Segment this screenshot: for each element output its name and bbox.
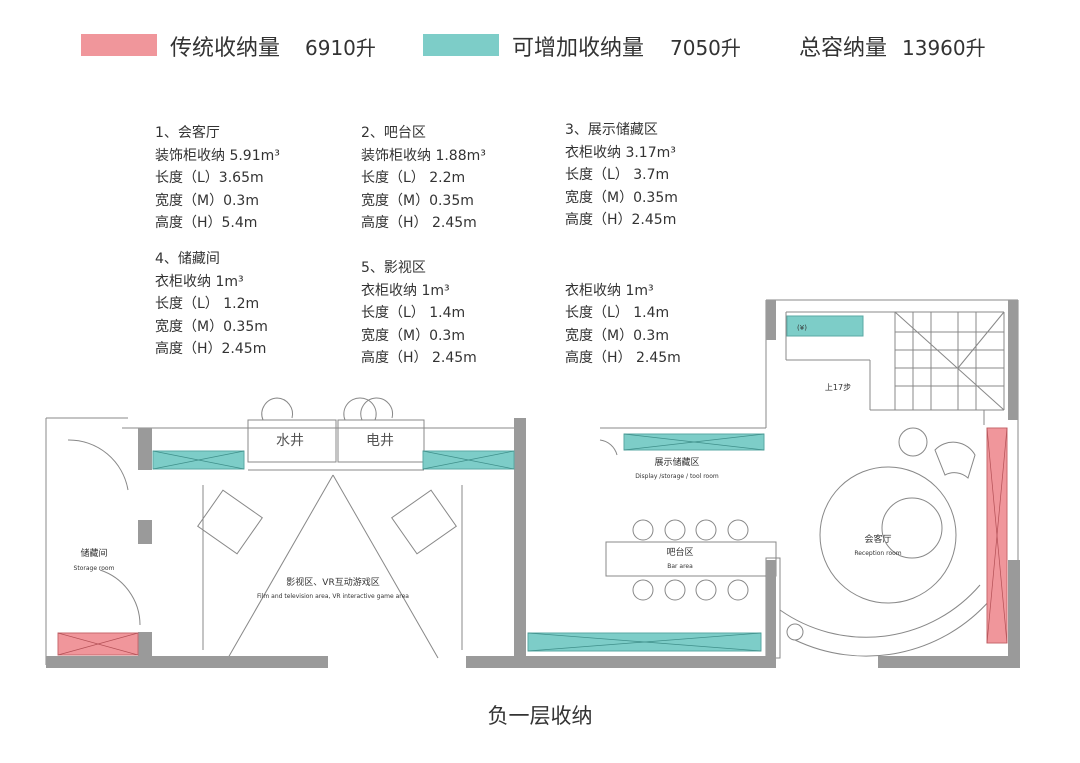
addable-value: 7050升 xyxy=(670,36,741,60)
spec-height: 高度（H） 2.45m xyxy=(361,215,477,231)
spec-length: 长度（L） 3.7m xyxy=(565,167,670,183)
spec-item: 衣柜收纳 3.17m³ xyxy=(565,144,676,161)
water-shaft-label: 水井 xyxy=(276,433,304,449)
legend: 传统收纳量 6910升 可增加收纳量 7050升 总容纳量 13960升 xyxy=(0,30,1080,64)
spec-item: 衣柜收纳 1m³ xyxy=(565,282,654,299)
spec-width: 宽度（M）0.3m xyxy=(155,192,259,209)
spec-film: 5、影视区 衣柜收纳 1m³ 长度（L） 1.4m 宽度（M）0.3m 高度（H… xyxy=(361,257,477,370)
spec-width: 宽度（M）0.3m xyxy=(565,327,669,344)
spec-reception: 1、会客厅 装饰柜收纳 5.91m³ 长度（L）3.65m 宽度（M）0.3m … xyxy=(155,122,280,235)
spec-height: 高度（H）2.45m xyxy=(155,341,267,357)
spec-length: 长度（L） 1.2m xyxy=(155,296,260,312)
spec-title: 2、吧台区 xyxy=(361,125,426,141)
electric-shaft-label: 电井 xyxy=(366,433,394,449)
spec-storage: 4、储藏间 衣柜收纳 1m³ 长度（L） 1.2m 宽度（M）0.35m 高度（… xyxy=(155,248,268,361)
spec-width: 宽度（M）0.3m xyxy=(361,327,465,344)
spec-height: 高度（H） 2.45m xyxy=(361,350,477,366)
spec-display: 3、展示储藏区 衣柜收纳 3.17m³ 长度（L） 3.7m 宽度（M）0.35… xyxy=(565,119,678,232)
traditional-label: 传统收纳量 xyxy=(170,36,281,61)
page-caption: 负一层收纳 xyxy=(487,704,593,728)
spec-title: 5、影视区 xyxy=(361,260,426,276)
addable-label: 可增加收纳量 xyxy=(512,36,645,61)
spec-item: 衣柜收纳 1m³ xyxy=(361,282,450,299)
spec-extra: 衣柜收纳 1m³ 长度（L） 1.4m 宽度（M）0.3m 高度（H） 2.45… xyxy=(565,257,681,370)
traditional-value: 6910升 xyxy=(305,36,376,60)
spec-title: 1、会客厅 xyxy=(155,125,220,141)
spec-item: 装饰柜收纳 1.88m³ xyxy=(361,147,486,164)
spec-width: 宽度（M）0.35m xyxy=(155,318,268,335)
storage-room-en: Storage room xyxy=(74,565,115,572)
spec-title: 4、储藏间 xyxy=(155,251,220,267)
spec-item: 衣柜收纳 1m³ xyxy=(155,273,244,290)
spec-length: 长度（L） 1.4m xyxy=(361,305,466,321)
total-label: 总容纳量 xyxy=(799,36,888,61)
film-area-en: Film and television area, VR interactive… xyxy=(257,593,409,600)
spec-bar: 2、吧台区 装饰柜收纳 1.88m³ 长度（L） 2.2m 宽度（M）0.35m… xyxy=(361,122,486,235)
spec-length: 长度（L） 1.4m xyxy=(565,305,670,321)
spec-title: 3、展示储藏区 xyxy=(565,122,658,138)
reception-label: 会客厅 xyxy=(864,533,891,545)
bar-area-en: Bar area xyxy=(667,563,693,570)
spec-width: 宽度（M）0.35m xyxy=(565,189,678,206)
spec-height: 高度（H）5.4m xyxy=(155,215,258,231)
spec-length: 长度（L）3.65m xyxy=(155,170,264,186)
traditional-swatch xyxy=(81,34,157,56)
reception-en: Reception room xyxy=(854,550,901,557)
stairs-label: 上17步 xyxy=(825,383,851,392)
spec-width: 宽度（M）0.35m xyxy=(361,192,474,209)
storage-room-label: 储藏间 xyxy=(80,547,107,559)
spec-length: 长度（L） 2.2m xyxy=(361,170,466,186)
bar-area-label: 吧台区 xyxy=(666,546,693,558)
spec-height: 高度（H） 2.45m xyxy=(565,350,681,366)
spec-height: 高度（H）2.45m xyxy=(565,212,677,228)
addable-swatch xyxy=(423,34,499,56)
spec-item: 装饰柜收纳 5.91m³ xyxy=(155,147,280,164)
film-area-label: 影视区、VR互动游戏区 xyxy=(286,576,379,588)
total-value: 13960升 xyxy=(902,36,986,60)
display-area-en: Display /storage / tool room xyxy=(635,473,719,480)
display-area-label: 展示储藏区 xyxy=(654,456,699,468)
wine-label: (¥) xyxy=(797,324,807,332)
